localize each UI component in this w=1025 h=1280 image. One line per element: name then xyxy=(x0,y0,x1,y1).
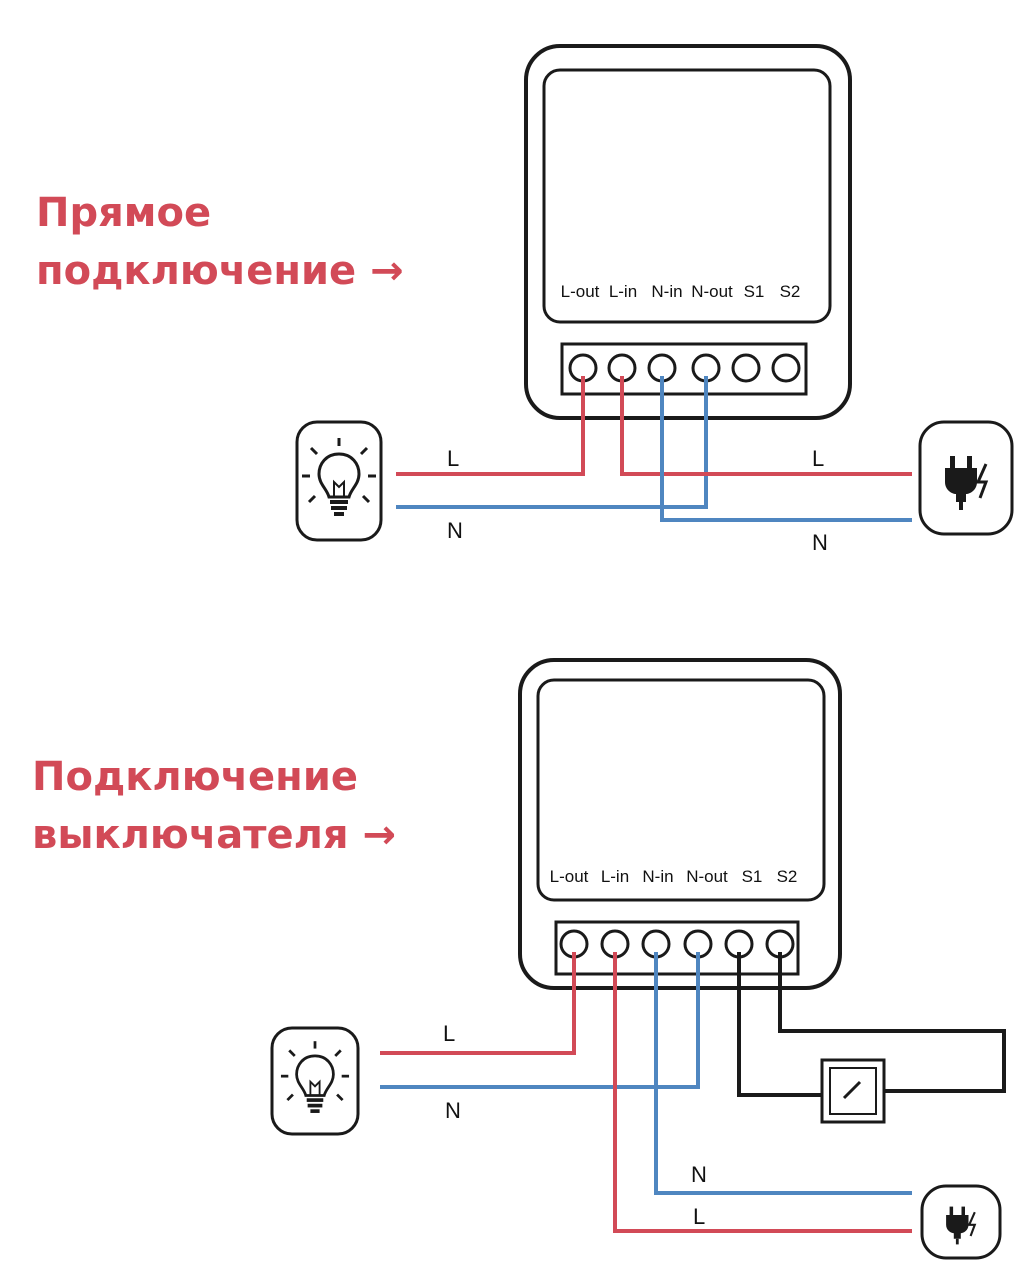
relay-module: L-out L-in N-in N-out S1 S2 xyxy=(524,44,852,420)
direct-heading-line2: подключение → xyxy=(36,248,404,294)
lamp-live-wire xyxy=(380,952,576,1055)
terminal-screws xyxy=(568,353,801,383)
wall-switch-icon xyxy=(820,1058,886,1124)
switch-connection-heading: Подключение выключателя → xyxy=(32,748,396,864)
relay-module: L-out L-in N-in N-out S1 S2 xyxy=(518,658,842,990)
supply-neutral-label: N xyxy=(812,530,828,555)
lamp-live-wire xyxy=(396,376,585,476)
terminal-label-n-out: N-out xyxy=(691,282,733,301)
terminal-label-s2: S2 xyxy=(777,867,798,886)
terminal-label-l-out: L-out xyxy=(550,867,589,886)
power-plug-icon xyxy=(918,420,1014,536)
terminal-label-s2: S2 xyxy=(780,282,801,301)
power-plug-icon xyxy=(920,1184,1002,1260)
terminal-label-l-out: L-out xyxy=(561,282,600,301)
lamp-neutral-wire xyxy=(396,376,708,509)
switch-heading-line1: Подключение xyxy=(32,754,358,800)
direct-connection-diagram: L-out L-in N-in N-out S1 S2 L N L N xyxy=(295,44,1014,555)
terminal-label-n-in: N-in xyxy=(651,282,682,301)
lamp-live-label: L xyxy=(443,1021,455,1046)
switch-wire-s1 xyxy=(737,952,826,1097)
lamp-neutral-wire xyxy=(380,952,700,1089)
switch-heading-line2: выключателя → xyxy=(32,812,397,858)
lamp-neutral-label: N xyxy=(445,1098,461,1123)
light-bulb-icon xyxy=(270,1026,360,1136)
lamp-live-label: L xyxy=(447,446,459,471)
terminal-label-l-in: L-in xyxy=(601,867,629,886)
supply-neutral-wire xyxy=(654,952,912,1195)
supply-live-label: L xyxy=(693,1204,705,1229)
supply-neutral-label: N xyxy=(691,1162,707,1187)
terminal-label-n-in: N-in xyxy=(642,867,673,886)
supply-live-wire xyxy=(620,376,912,476)
light-bulb-icon xyxy=(295,420,383,542)
direct-connection-heading: Прямое подключение → xyxy=(36,184,404,300)
switch-wire-s2 xyxy=(778,952,1006,1093)
terminal-label-l-in: L-in xyxy=(609,282,637,301)
terminal-label-n-out: N-out xyxy=(686,867,728,886)
supply-live-wire xyxy=(613,952,912,1233)
supply-neutral-wire xyxy=(660,376,912,522)
terminal-label-s1: S1 xyxy=(742,867,763,886)
terminal-screws xyxy=(559,929,795,959)
terminal-label-s1: S1 xyxy=(744,282,765,301)
direct-heading-line1: Прямое xyxy=(36,190,212,236)
lamp-neutral-label: N xyxy=(447,518,463,543)
switch-connection-diagram: L-out L-in N-in N-out S1 S2 L N N L xyxy=(270,658,1006,1260)
supply-live-label: L xyxy=(812,446,824,471)
